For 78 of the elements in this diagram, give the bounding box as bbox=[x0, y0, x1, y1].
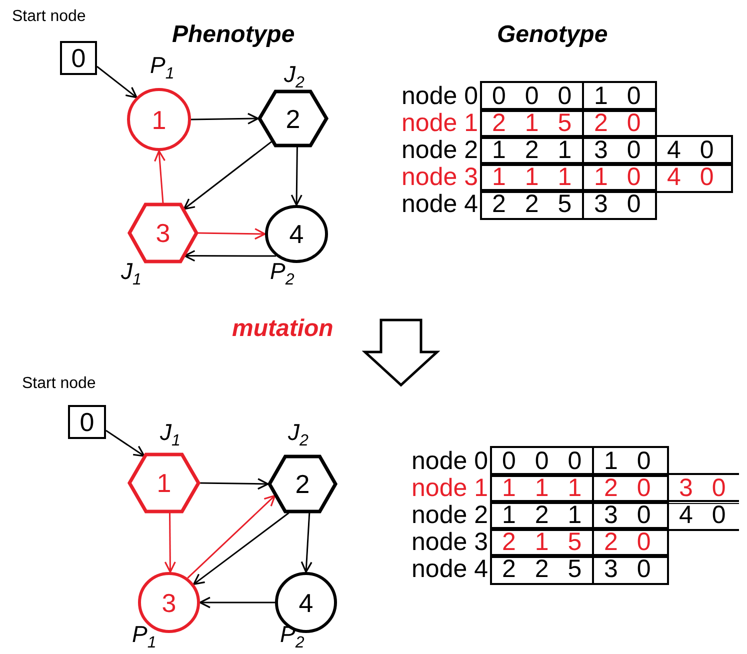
node-tag: P$_{2}$ bbox=[270, 259, 294, 290]
genotype-cell: 3 0 bbox=[592, 554, 669, 585]
arrow bbox=[106, 430, 145, 457]
node-tag: P$_{1}$ bbox=[150, 53, 174, 84]
row-label: node 0 bbox=[400, 81, 479, 110]
arrow bbox=[200, 478, 269, 490]
genotype-cell: 2 0 bbox=[592, 527, 669, 558]
row-label: node 2 bbox=[410, 500, 489, 529]
genotype-cell: 3 0 bbox=[582, 135, 657, 166]
node-tag: P$_{1}$ bbox=[132, 622, 156, 652]
arrow bbox=[154, 150, 166, 204]
node-number: 2 bbox=[295, 471, 310, 497]
row-label: node 2 bbox=[400, 135, 479, 164]
genotype-cell: 1 2 1 bbox=[480, 135, 584, 166]
node-number: 0 bbox=[80, 409, 94, 435]
genotype-cell: 2 2 5 bbox=[490, 554, 594, 585]
row-label: node 3 bbox=[410, 527, 489, 556]
genotype-cell: 4 0 bbox=[655, 162, 733, 193]
arrow bbox=[187, 494, 276, 579]
genotype-cell: 3 0 bbox=[582, 189, 657, 220]
row-label: node 4 bbox=[400, 189, 479, 218]
genotype-cell: 2 0 bbox=[592, 473, 669, 504]
node-number: 4 bbox=[298, 590, 314, 616]
node-number: 1 bbox=[152, 106, 166, 132]
genotype-cell: 0 0 0 bbox=[490, 446, 594, 477]
genotype-cell: 4 0 bbox=[655, 135, 733, 166]
genotype-cell: 1 2 1 bbox=[490, 500, 594, 531]
node-number: 3 bbox=[162, 590, 176, 616]
arrow-label: mutation bbox=[232, 316, 334, 342]
genotype-cell: 4 0 bbox=[667, 500, 739, 531]
row-label: node 0 bbox=[410, 446, 489, 475]
genotype-cell: 1 1 1 bbox=[480, 162, 584, 193]
state-hexagon bbox=[128, 453, 200, 513]
start-box bbox=[60, 41, 97, 75]
arrow bbox=[190, 112, 259, 124]
genotype-cell: 2 1 5 bbox=[490, 527, 594, 558]
arrow bbox=[198, 228, 266, 240]
section-title: Phenotype bbox=[172, 22, 295, 48]
arrow bbox=[96, 66, 138, 98]
node-caption: Start node bbox=[22, 375, 96, 393]
arrow bbox=[290, 146, 302, 206]
genotype-cell: 1 1 1 bbox=[490, 473, 594, 504]
node-caption: Start node bbox=[12, 8, 86, 26]
section-title: Genotype bbox=[497, 22, 608, 48]
node-tag: J$_{2}$ bbox=[284, 62, 304, 92]
genotype-cell: 2 1 5 bbox=[480, 108, 584, 139]
arrow bbox=[183, 140, 272, 210]
genotype-cell: 3 0 bbox=[592, 500, 669, 531]
genotype-cell: 1 0 bbox=[582, 162, 657, 193]
arrow bbox=[164, 513, 176, 573]
state-circle bbox=[265, 205, 328, 263]
node-tag: J$_{2}$ bbox=[288, 420, 308, 450]
arrow bbox=[184, 250, 276, 262]
row-label: node 4 bbox=[410, 554, 489, 583]
row-label: node 1 bbox=[410, 473, 489, 502]
genotype-cell: 0 0 0 bbox=[480, 81, 584, 112]
arrow bbox=[199, 596, 275, 608]
genotype-cell: 3 0 bbox=[667, 473, 739, 504]
node-tag: J$_{1}$ bbox=[160, 420, 180, 450]
node-number: 4 bbox=[289, 221, 304, 247]
node-tag: J$_{1}$ bbox=[121, 259, 142, 290]
arrow bbox=[193, 512, 290, 585]
genotype-cell: 2 0 bbox=[582, 108, 657, 139]
row-label: node 3 bbox=[400, 162, 479, 191]
node-number: 3 bbox=[156, 220, 170, 246]
node-number: 1 bbox=[156, 470, 172, 496]
genotype-cell: 1 0 bbox=[582, 81, 657, 112]
genotype-cell: 2 2 5 bbox=[480, 189, 584, 220]
genotype-cell: 1 0 bbox=[592, 446, 669, 477]
start-box bbox=[68, 405, 106, 439]
state-hexagon bbox=[258, 90, 328, 147]
state-hexagon bbox=[128, 203, 198, 263]
state-circle bbox=[127, 88, 191, 151]
row-label: node 1 bbox=[400, 108, 479, 137]
node-number: 2 bbox=[286, 106, 300, 132]
node-number: 0 bbox=[71, 45, 86, 71]
state-hexagon bbox=[268, 455, 337, 513]
arrow bbox=[300, 512, 312, 573]
